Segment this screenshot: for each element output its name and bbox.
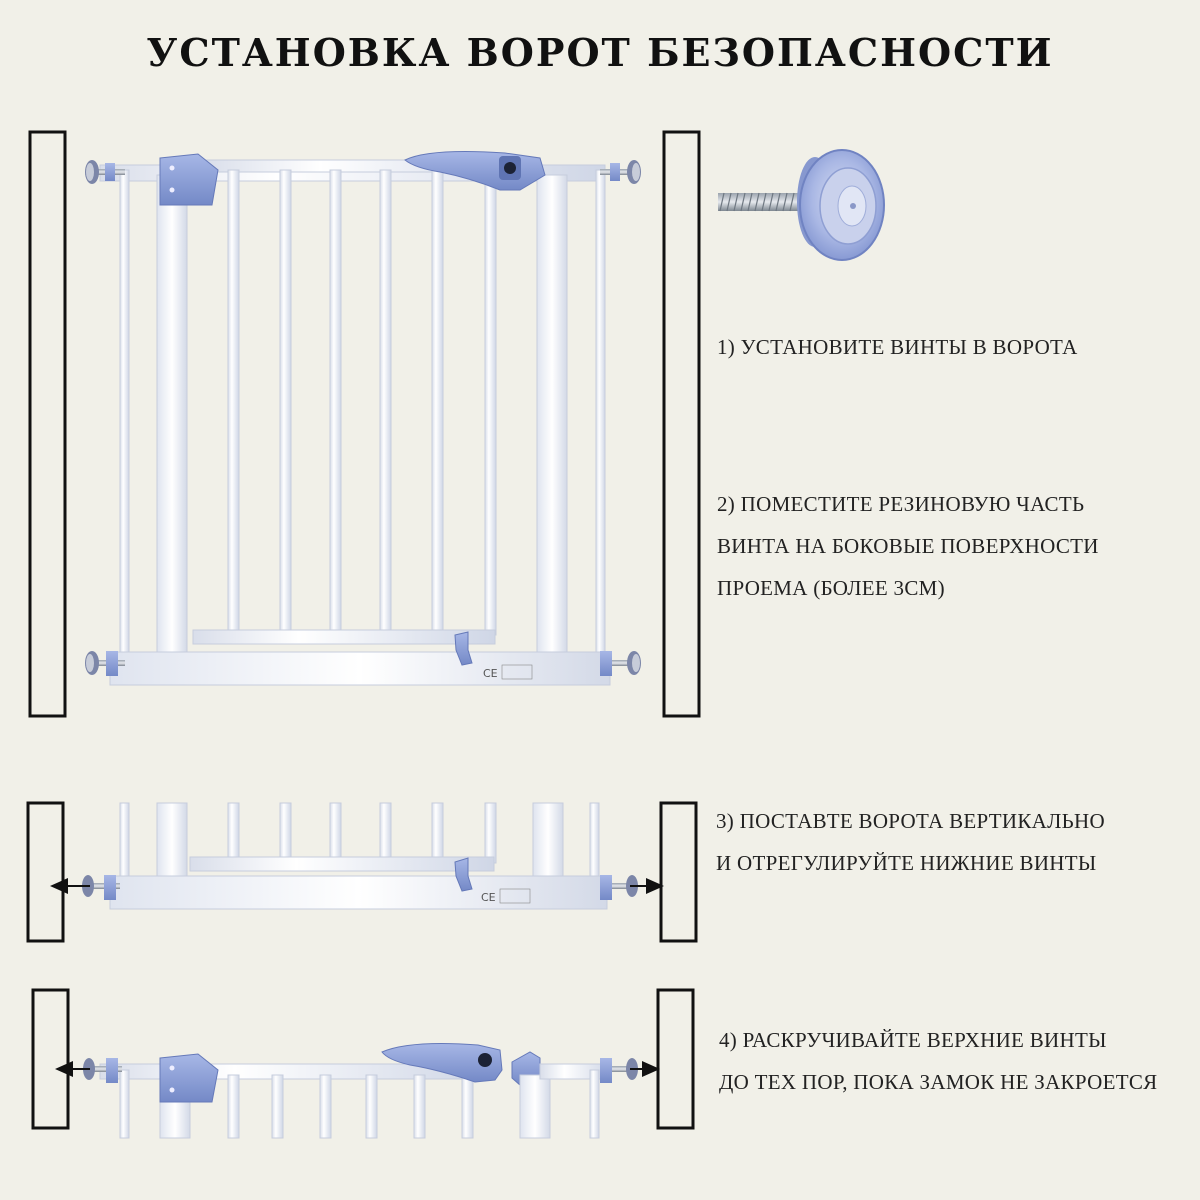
- page-title: УСТАНОВКА ВОРОТ БЕЗОПАСНОСТИ: [146, 30, 1054, 75]
- wall-left-step4: [31, 988, 70, 1130]
- hinge: [159, 153, 219, 206]
- step-4-line-1: 4) РАСКРУЧИВАЙТЕ ВЕРХНИЕ ВИНТЫ: [719, 1028, 1107, 1052]
- step-2-line-2: ВИНТА НА БОКОВЫЕ ПОВЕРХНОСТИ: [717, 534, 1099, 558]
- wall-right-step4: [656, 988, 695, 1130]
- arrow-right-step4: [630, 1061, 660, 1077]
- step-4-line-2: ДО ТЕХ ПОР, ПОКА ЗАМОК НЕ ЗАКРОЕТСЯ: [719, 1070, 1158, 1094]
- step-3-line-2: И ОТРЕГУЛИРУЙТЕ НИЖНИЕ ВИНТЫ: [716, 851, 1097, 875]
- gate-top-section: [83, 1043, 638, 1139]
- svg-text:CE: CE: [481, 891, 496, 904]
- wall-left-step3: [26, 801, 65, 943]
- wall-right: [662, 130, 701, 718]
- wall-right-step3: [659, 801, 698, 943]
- wall-left: [28, 130, 67, 718]
- gate-bottom-section: CE: [82, 802, 638, 910]
- full-gate: CE: [85, 151, 641, 686]
- arrow-left-step4: [55, 1061, 90, 1077]
- arrow-left-step3: [50, 878, 90, 894]
- step-1-line-1: 1) УСТАНОВИТЕ ВИНТЫ В ВОРОТА: [717, 335, 1078, 359]
- arrow-right-step3: [630, 878, 664, 894]
- step-2-line-1: 2) ПОМЕСТИТЕ РЕЗИНОВУЮ ЧАСТЬ: [717, 492, 1085, 516]
- step-2-line-3: ПРОЕМА (БОЛЕЕ 3СМ): [717, 576, 945, 600]
- ce-mark: CE: [483, 667, 498, 680]
- step-3-line-1: 3) ПОСТАВТЕ ВОРОТА ВЕРТИКАЛЬНО: [716, 809, 1105, 833]
- screw-detail: [718, 149, 885, 261]
